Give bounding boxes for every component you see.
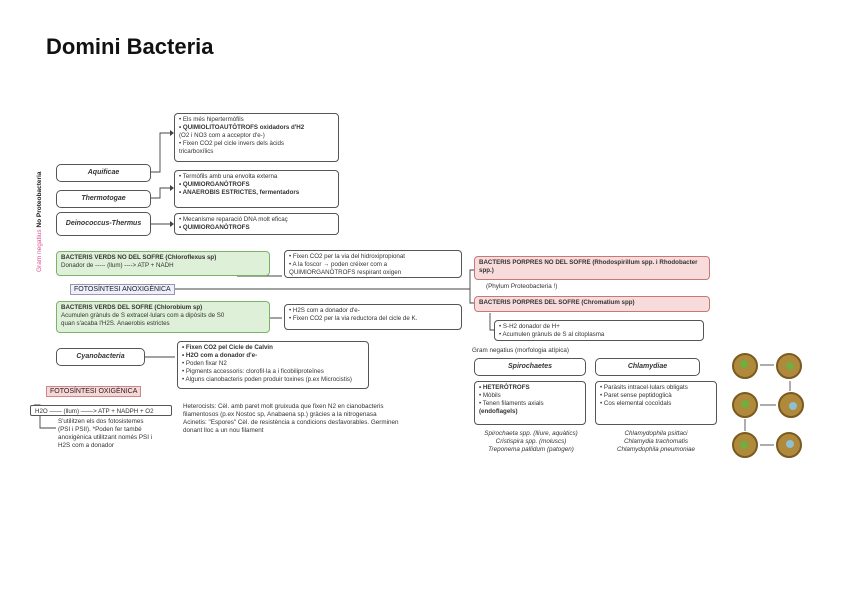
thermotogae-line-1: • QUIMIORGANÒTROFS	[179, 181, 250, 188]
porpres-sofre-desc-0: • S-H2 donador de H+	[499, 323, 560, 330]
verds-sofre-line2: quan s'acaba l'H2S. Anaerobis estrictes	[61, 320, 170, 327]
verds-sofre-desc-1: • Fixen CO2 per la via reductora del cic…	[289, 315, 418, 322]
gram-negative-label: Gram negatius	[36, 229, 43, 272]
deinococcus-line-1: • QUIMIORGANÒTROFS	[179, 224, 250, 231]
verds-no-sofre-title: BACTERIS VERDS NO DEL SOFRE (Chloroflexu…	[61, 254, 217, 261]
chlamydia-cycle-illustration	[728, 347, 808, 482]
porpres-sofre-desc: • S-H2 donador de H+ • Acumulen grànuls …	[494, 320, 704, 341]
oxigenica-note-2: anoxigènica utilitzant només PSI i	[58, 434, 153, 441]
heterocist-note-2: Acinetis: "Espores" Cèl. de resistència …	[183, 419, 399, 426]
thermotogae-label: Thermotogae	[56, 190, 151, 208]
anoxigenica-tag: FOTOSÍNTESI ANOXIGÈNICA	[70, 284, 175, 295]
page-title: Domini Bacteria	[46, 34, 214, 59]
cell-icon	[732, 353, 758, 379]
heterocist-note-1: filamentosos (p.ex Nostoc sp, Anabaena s…	[183, 411, 377, 418]
thermotogae-line-2: • ANAEROBIS ESTRICTES, fermentadors	[179, 189, 300, 196]
oxigenica-note-0: S'utilitzen els dos fotosistemes	[58, 418, 144, 425]
porpres-sofre-box: BACTERIS PORPRES DEL SOFRE (Chromatium s…	[474, 296, 710, 312]
cell-icon	[732, 392, 758, 418]
gram-negative-side-label: Gram negatius No Proteobacteria	[36, 172, 43, 272]
deinococcus-label: Deinococcus-Thermus	[56, 212, 151, 236]
spiro-example-2: Treponema pallidum (patogen)	[488, 446, 574, 453]
chlamy-example-2: Chlamydophila pneumoniae	[616, 446, 696, 453]
oxigenica-note-3: H2S com a donador	[58, 442, 115, 449]
cyanobacteria-label: Cyanobacteria	[56, 348, 145, 366]
cyanobacteria-box: • Fixen CO2 pel Cicle de Calvin • H2O co…	[177, 341, 369, 389]
no-proteobacteria-label: No Proteobacteria	[36, 171, 43, 228]
spiro-example-0: Spirochaeta spp. (lliure, aquàtics)	[484, 430, 578, 437]
verds-no-sofre-desc-0: • Fixen CO2 per la via del hidroxipropio…	[289, 253, 406, 260]
spiro-examples: Spirochaeta spp. (lliure, aquàtics) Cris…	[478, 430, 584, 454]
cycle-arrows	[744, 364, 791, 446]
porpres-no-sofre-box: BACTERIS PORPRES NO DEL SOFRE (Rhodospir…	[474, 256, 710, 280]
spiro-example-1: Cristispira spp. (moluscs)	[495, 438, 567, 445]
aquificae-box: • Els més hipertermòfils • QUIMIOLITOAUT…	[174, 113, 339, 162]
spirochaetes-label: Spirochaetes	[474, 358, 586, 376]
chlamy-examples: Chlamydophila psittaci Chlamydia trachom…	[600, 430, 712, 454]
verds-sofre-box: BACTERIS VERDS DEL SOFRE (Chlorobium sp)…	[56, 301, 270, 333]
aquificae-line-2: (O2 i NO3 com a acceptor d'e-)	[179, 132, 265, 139]
spiro-line-0: • HETERÒTROFS	[479, 384, 530, 391]
spirochaetes-box: • HETERÒTROFS • Mòbils • Tenen filaments…	[474, 381, 586, 425]
heterocist-note-3: donant lloc a un nou filament	[183, 427, 264, 434]
verds-sofre-desc-0: • H2S com a donador d'e-	[289, 307, 360, 314]
verds-sofre-desc: • H2S com a donador d'e- • Fixen CO2 per…	[284, 304, 462, 330]
spiro-line-3: (endoflagels)	[479, 408, 518, 415]
thermotogae-line-0: • Termòfils amb una envolta externa	[179, 173, 278, 180]
chlamy-example-0: Chlamydophila psittaci	[624, 430, 688, 437]
deinococcus-box: • Mecanisme reparació DNA molt eficaç • …	[174, 213, 339, 235]
heterocist-note-0: Heterocists: Cèl. amb paret molt gruixud…	[183, 403, 384, 410]
verds-sofre-line1: Acumulen grànuls de S extracel·lulars co…	[61, 312, 225, 319]
cyano-line-4: • Alguns cianobacteris poden produir tox…	[182, 376, 352, 383]
spiro-line-2: • Tenen filaments axials	[479, 400, 544, 407]
chlamy-line-2: • Cos elemental cocoïdals	[600, 400, 672, 407]
verds-no-sofre-box: BACTERIS VERDS NO DEL SOFRE (Chloroflexu…	[56, 251, 270, 276]
verds-no-sofre-desc-1: • A la foscor → poden créixer com a	[289, 261, 388, 268]
thermotogae-box: • Termòfils amb una envolta externa • QU…	[174, 170, 339, 208]
aquificae-line-4: tricarboxílics	[179, 148, 214, 155]
verds-no-sofre-desc: • Fixen CO2 per la via del hidroxipropio…	[284, 250, 462, 278]
aquificae-line-1: • QUIMIOLITOAUTÒTROFS oxidadors d'H2	[179, 124, 305, 131]
verds-sofre-title: BACTERIS VERDS DEL SOFRE (Chlorobium sp)	[61, 304, 203, 311]
chlamydiae-box: • Paràsits intracel·lulars obligats • Pa…	[595, 381, 717, 425]
oxigenica-note-1: (PSI i PSII). *Poden fer també	[58, 426, 142, 433]
gram-negatius-atipics-label: Gram negatius (morfologia atípica)	[472, 347, 569, 354]
oxigenica-notes: S'utilitzen els dos fotosistemes (PSI i …	[58, 418, 152, 450]
cyano-line-0: • Fixen CO2 pel Cicle de Calvin	[182, 344, 273, 351]
heterocist-notes: Heterocists: Cèl. amb paret molt gruixud…	[183, 403, 453, 435]
cell-icon	[776, 432, 802, 458]
oxigenica-equation: H2O —— (llum) ——> ATP + NADPH + O2	[30, 405, 172, 416]
cell-icon	[778, 392, 804, 418]
cyano-line-2: • Poden fixar N2	[182, 360, 227, 367]
porpres-sofre-desc-1: • Acumulen grànuls de S al citoplasma	[499, 331, 605, 338]
verds-no-sofre-line: Donador de ----- (llum) ----> ATP + NADH	[61, 262, 174, 269]
deinococcus-line-0: • Mecanisme reparació DNA molt eficaç	[179, 216, 288, 223]
verds-no-sofre-desc-2: QUIMIORGANÒTROFS respirant oxigen	[289, 269, 402, 276]
cyano-line-3: • Pigments accessoris: clorofil·la a i f…	[182, 368, 324, 375]
aquificae-line-3: • Fixen CO2 pel cicle invers dels àcids	[179, 140, 284, 147]
aquificae-label: Aquificae	[56, 164, 151, 182]
cyano-line-1: • H2O com a donador d'e-	[182, 352, 258, 359]
aquificae-line-0: • Els més hipertermòfils	[179, 116, 244, 123]
chlamy-line-0: • Paràsits intracel·lulars obligats	[600, 384, 688, 391]
chlamy-example-1: Chlamydia trachomatis	[623, 438, 689, 445]
spiro-line-1: • Mòbils	[479, 392, 501, 399]
cell-icon	[776, 353, 802, 379]
oxigenica-tag: FOTOSÍNTESI OXIGÈNICA	[46, 386, 142, 397]
phylum-note: (Phylum Proteobacteria !)	[486, 283, 558, 290]
chlamydiae-label: Chlamydiae	[595, 358, 700, 376]
cell-icon	[732, 432, 758, 458]
chlamy-line-1: • Paret sense peptidoglicà	[600, 392, 672, 399]
